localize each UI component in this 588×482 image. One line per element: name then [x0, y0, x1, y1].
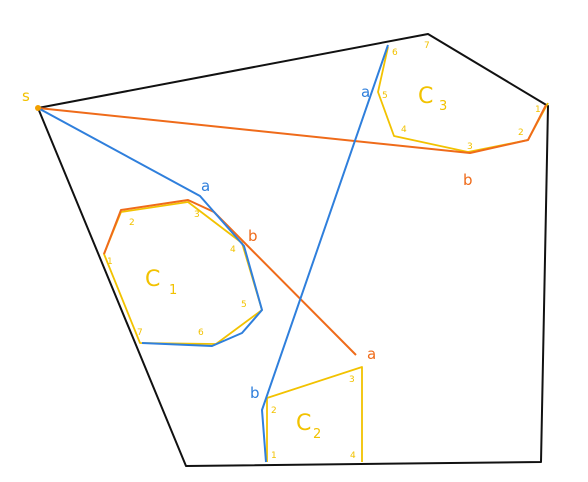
c2-sub: 2	[313, 427, 321, 442]
c3-vertex-7: 7	[424, 41, 430, 51]
c1-vertex-5: 5	[241, 300, 247, 310]
blue-path-c2	[261, 44, 389, 463]
start-label: s	[22, 87, 30, 105]
c2-a-label: a	[367, 345, 376, 363]
c3-vertex-2: 2	[518, 128, 524, 138]
orange-path-c1	[103, 199, 357, 356]
c2-polygon	[266, 366, 363, 462]
c3-sub: 3	[439, 99, 447, 114]
c2-vertex-4: 4	[350, 451, 356, 461]
c2-letter: C	[296, 411, 311, 436]
c1-letter: C	[145, 267, 160, 292]
c1-a-label: a	[201, 177, 210, 195]
c3-a-label: a	[361, 83, 370, 101]
c3-vertex-3: 3	[467, 142, 473, 152]
c3-vertex-6: 6	[392, 48, 398, 58]
c3-vertex-4: 4	[401, 125, 407, 135]
c3-letter: C	[418, 84, 433, 109]
c2-b-label: b	[250, 384, 260, 402]
c1-vertex-7: 7	[137, 328, 143, 338]
c2-vertex-1: 1	[271, 451, 277, 461]
c1-sub: 1	[169, 283, 177, 298]
c1-vertex-6: 6	[198, 328, 204, 338]
c1-vertex-2: 2	[129, 218, 135, 228]
outer-boundary	[37, 33, 549, 467]
c1-vertex-3: 3	[194, 210, 200, 220]
orange-path-c3	[37, 104, 547, 154]
c1-vertex-4: 4	[230, 245, 236, 255]
c2-vertex-2: 2	[271, 406, 277, 416]
c3-b-label: b	[463, 171, 473, 189]
c2-vertex-3: 3	[349, 375, 355, 385]
c3-vertex-5: 5	[382, 91, 388, 101]
c1-vertex-1: 1	[107, 257, 113, 267]
c3-vertex-1: 1	[535, 105, 541, 115]
blue-path-c1	[37, 107, 263, 347]
c1-b-label: b	[248, 227, 258, 245]
start-point	[35, 105, 41, 111]
